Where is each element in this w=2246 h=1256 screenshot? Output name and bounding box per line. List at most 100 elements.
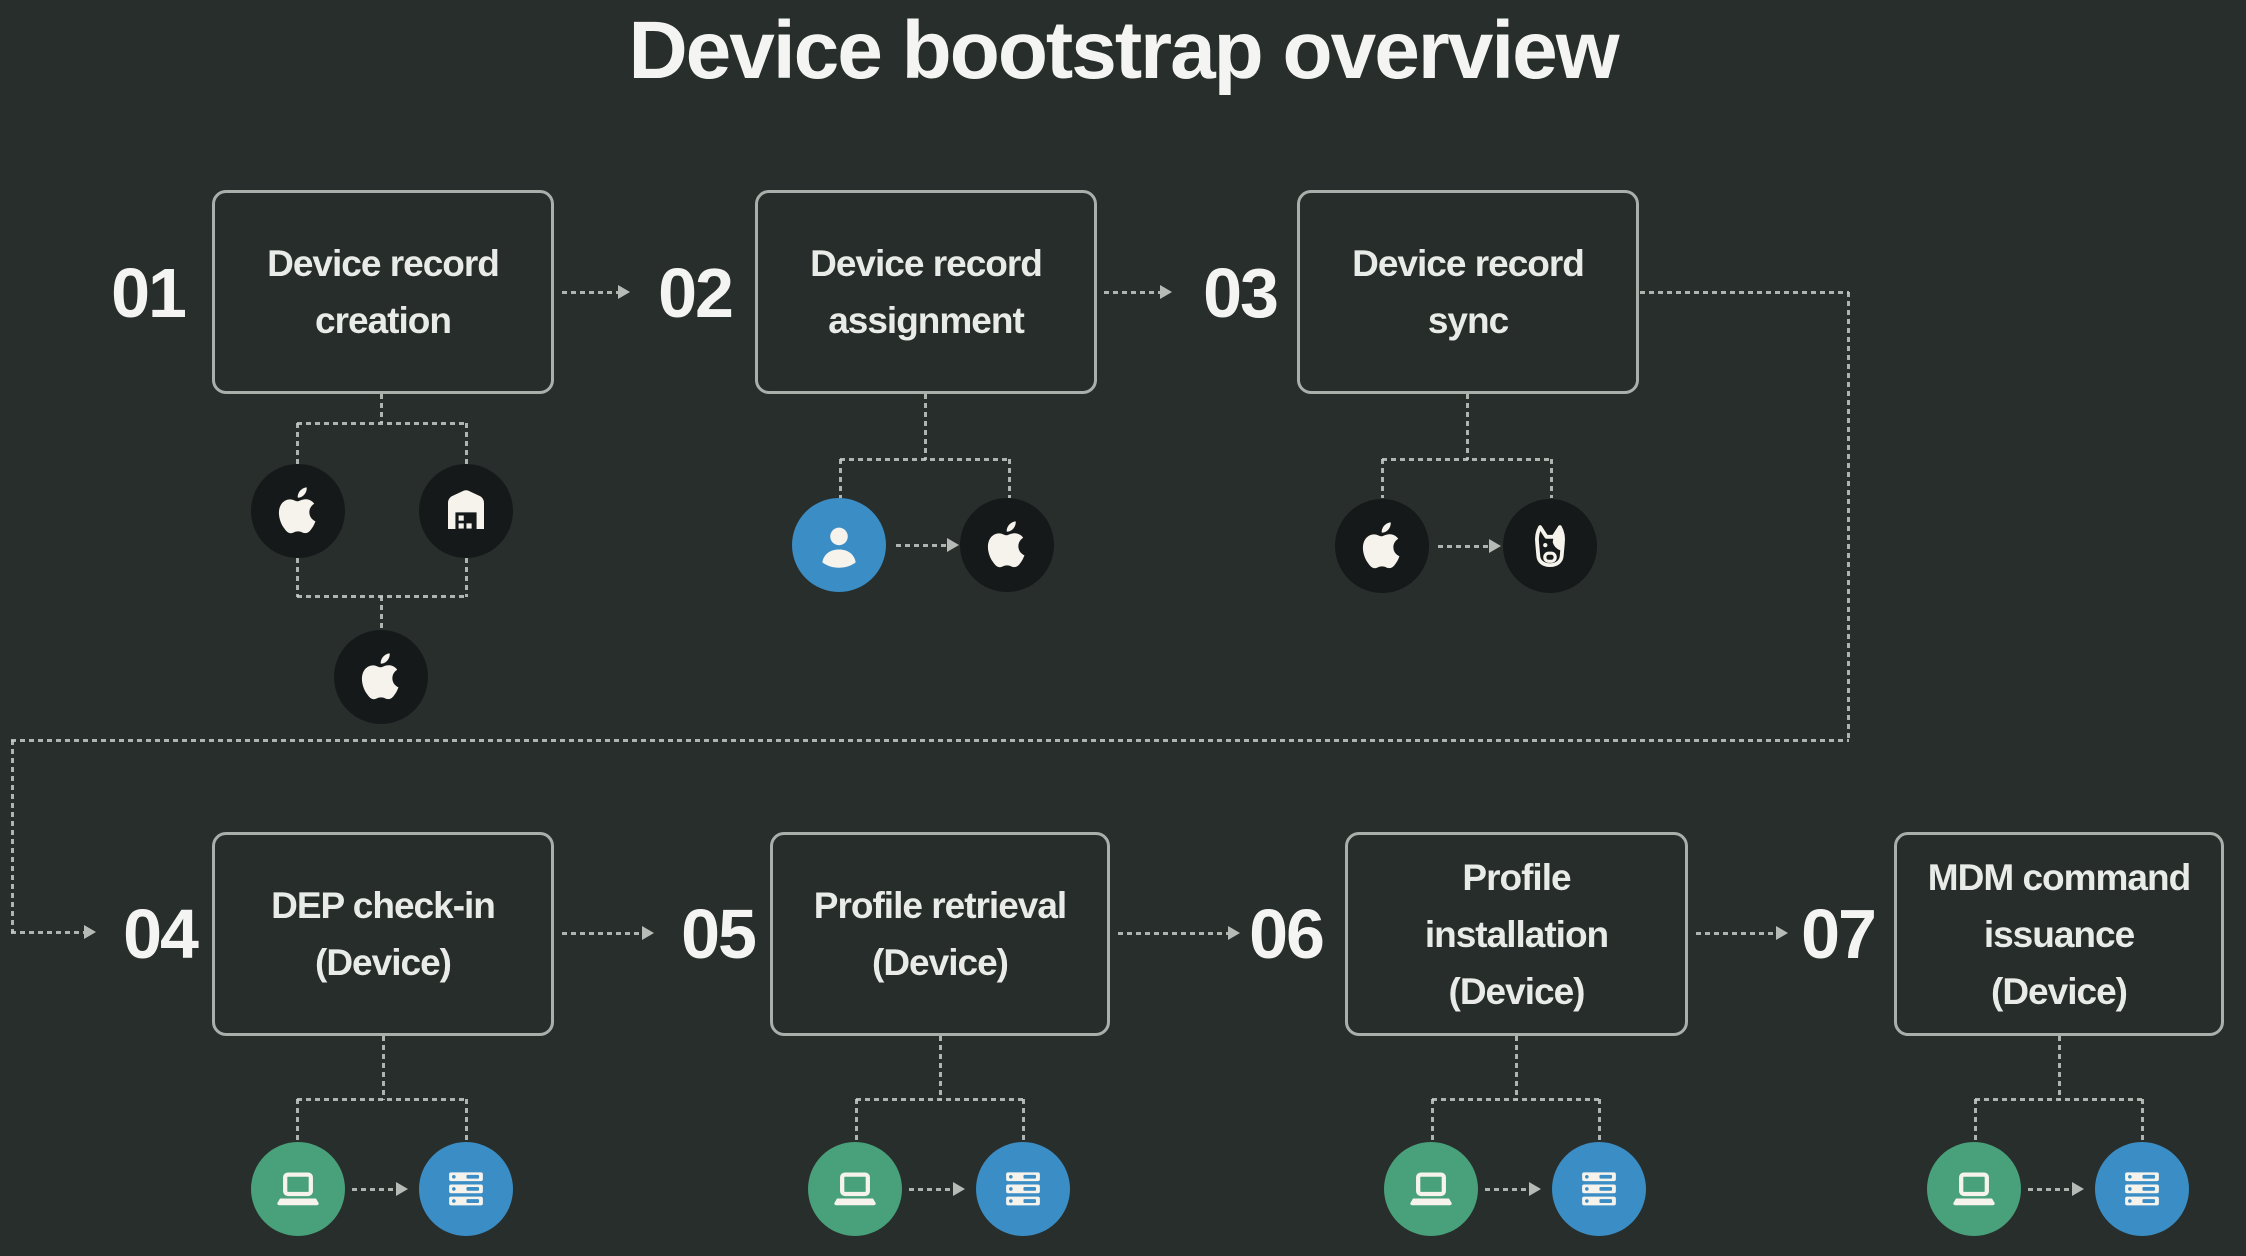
step-box-mdm-command-issuance: MDM command issuance (Device) xyxy=(1894,832,2224,1036)
connector-line xyxy=(352,1188,396,1191)
connector-line xyxy=(11,740,14,933)
connector-line xyxy=(1432,1098,1600,1101)
step-number-01: 01 xyxy=(111,254,187,332)
connector-line xyxy=(1550,459,1553,498)
box-text: (Device) xyxy=(1991,970,2128,1012)
connector-line xyxy=(465,423,468,464)
warehouse-icon xyxy=(419,464,513,558)
connector-line xyxy=(296,1099,299,1142)
connector-line xyxy=(856,1098,1024,1101)
connector-line xyxy=(1847,292,1850,740)
connector-line xyxy=(1974,1099,1977,1142)
connector-line xyxy=(1640,291,1849,294)
connector-line xyxy=(855,1099,858,1142)
dog-icon xyxy=(1503,499,1597,593)
connector-line xyxy=(896,544,948,547)
connector-line xyxy=(2028,1188,2072,1191)
connector-line xyxy=(296,558,299,597)
arrowhead-icon xyxy=(642,926,654,940)
step-box-device-record-assignment: Device record assignment xyxy=(755,190,1097,394)
connector-line xyxy=(1485,1188,1529,1191)
connector-line xyxy=(1104,291,1160,294)
connector-line xyxy=(939,1036,942,1100)
connector-line xyxy=(465,558,468,597)
page-title: Device bootstrap overview xyxy=(628,5,1619,96)
box-text: assignment xyxy=(828,300,1025,341)
box-text: installation xyxy=(1424,913,1609,955)
laptop-icon xyxy=(808,1142,902,1236)
box-text: sync xyxy=(1427,300,1509,341)
laptop-icon xyxy=(1384,1142,1478,1236)
server-icon xyxy=(976,1142,1070,1236)
user-icon xyxy=(792,498,886,592)
step-number-03: 03 xyxy=(1203,254,1279,332)
box-text: Profile retrieval xyxy=(813,885,1067,926)
step-number-06: 06 xyxy=(1249,895,1325,973)
laptop-icon xyxy=(1927,1142,2021,1236)
arrowhead-icon xyxy=(1529,1182,1541,1196)
connector-line xyxy=(1022,1099,1025,1142)
step-box-device-record-creation: Device record creation xyxy=(212,190,554,394)
step-number-07: 07 xyxy=(1801,895,1877,973)
step-box-profile-installation: Profile installation (Device) xyxy=(1345,832,1688,1036)
connector-line xyxy=(1466,394,1469,460)
connector-line xyxy=(1438,545,1490,548)
box-text: DEP check-in xyxy=(271,885,496,926)
box-text: (Device) xyxy=(315,942,452,983)
connector-line xyxy=(382,1036,385,1100)
apple-icon xyxy=(1335,499,1429,593)
connector-line xyxy=(1008,459,1011,498)
connector-line xyxy=(562,291,618,294)
box-text: (Device) xyxy=(1448,970,1586,1012)
apple-icon xyxy=(251,464,345,558)
box-text: Device record xyxy=(1352,243,1585,284)
arrowhead-icon xyxy=(1776,926,1788,940)
connector-line xyxy=(840,458,1010,461)
connector-line xyxy=(2141,1099,2144,1142)
connector-line xyxy=(465,1099,468,1142)
connector-line xyxy=(11,931,84,934)
step-box-profile-retrieval: Profile retrieval (Device) xyxy=(770,832,1110,1036)
box-text: (Device) xyxy=(872,942,1009,983)
connector-line xyxy=(1515,1036,1518,1100)
box-text: creation xyxy=(315,300,452,341)
box-text: Profile xyxy=(1462,856,1571,898)
box-text: issuance xyxy=(1983,913,2135,955)
arrowhead-icon xyxy=(1228,926,1240,940)
server-icon xyxy=(2095,1142,2189,1236)
connector-line xyxy=(1431,1099,1434,1142)
connector-line xyxy=(380,394,383,423)
connector-line xyxy=(562,932,642,935)
laptop-icon xyxy=(251,1142,345,1236)
connector-line xyxy=(1118,932,1228,935)
connector-line xyxy=(380,596,383,630)
connector-line xyxy=(909,1188,953,1191)
connector-line xyxy=(1381,459,1384,498)
arrowhead-icon xyxy=(953,1182,965,1196)
server-icon xyxy=(419,1142,513,1236)
arrowhead-icon xyxy=(618,285,630,299)
arrowhead-icon xyxy=(1160,285,1172,299)
box-text: Device record xyxy=(267,243,500,284)
arrowhead-icon xyxy=(2072,1182,2084,1196)
connector-line xyxy=(1696,932,1776,935)
server-icon xyxy=(1552,1142,1646,1236)
apple-icon xyxy=(960,498,1054,592)
step-number-05: 05 xyxy=(681,895,757,973)
arrowhead-icon xyxy=(84,925,96,939)
connector-line xyxy=(1598,1099,1601,1142)
connector-line xyxy=(924,394,927,460)
connector-line xyxy=(297,1098,467,1101)
connector-line xyxy=(296,423,299,464)
apple-icon xyxy=(334,630,428,724)
connector-line xyxy=(11,739,1849,742)
arrowhead-icon xyxy=(396,1182,408,1196)
step-box-dep-check-in: DEP check-in (Device) xyxy=(212,832,554,1036)
box-text: MDM command xyxy=(1927,856,2191,898)
arrowhead-icon xyxy=(947,538,959,552)
connector-line xyxy=(1382,458,1552,461)
connector-line xyxy=(297,422,467,425)
arrowhead-icon xyxy=(1489,539,1501,553)
connector-line xyxy=(2058,1036,2061,1100)
